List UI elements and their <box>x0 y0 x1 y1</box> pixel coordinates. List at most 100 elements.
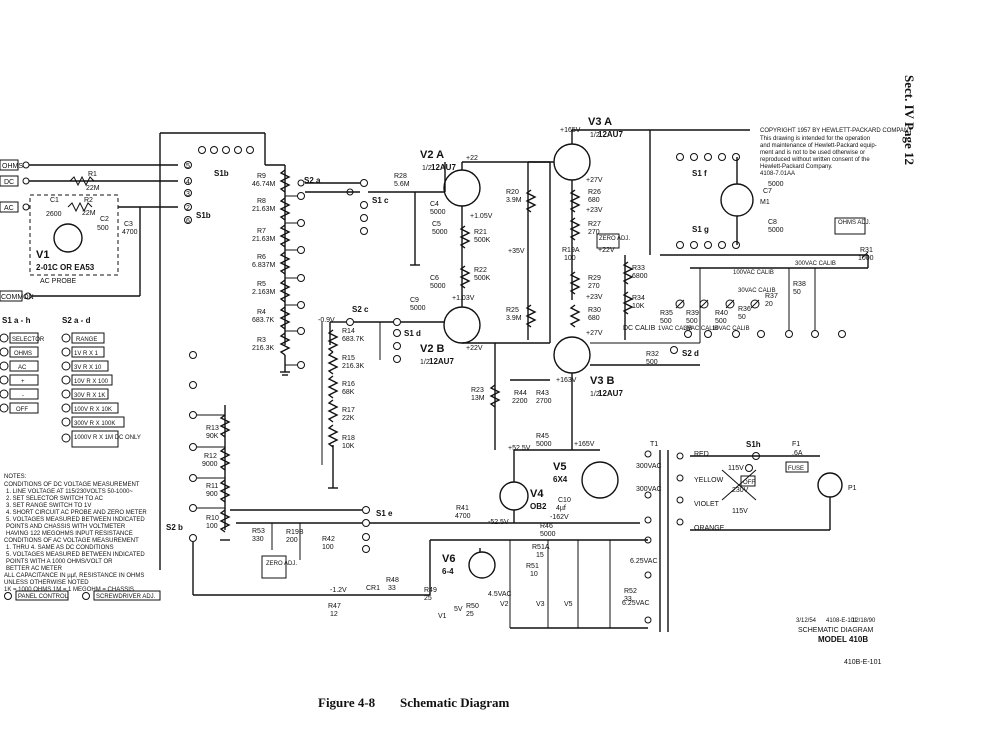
svg-text:S2 c: S2 c <box>352 305 369 314</box>
svg-text:3/12/54: 3/12/54 <box>796 618 817 624</box>
input-terminals: OHMS DC AC COMMON <box>0 159 178 302</box>
svg-text:2. SET SELECTOR SWITCH TO AC: 2. SET SELECTOR SWITCH TO AC <box>6 496 104 502</box>
svg-text:+23V: +23V <box>586 207 603 214</box>
svg-text:22K: 22K <box>342 415 355 422</box>
svg-text:R12: R12 <box>204 453 217 460</box>
svg-text:500K: 500K <box>474 237 491 244</box>
svg-text:R44: R44 <box>514 390 527 397</box>
svg-text:R27: R27 <box>588 221 601 228</box>
svg-text:R9: R9 <box>257 173 266 180</box>
svg-text:12AU7: 12AU7 <box>598 389 623 398</box>
svg-text:R39: R39 <box>686 310 699 317</box>
svg-text:R47: R47 <box>328 603 341 610</box>
svg-text:12AU7: 12AU7 <box>429 357 454 366</box>
svg-text:R51: R51 <box>526 563 539 570</box>
svg-text:C1: C1 <box>50 197 59 204</box>
svg-text:RED: RED <box>694 451 709 458</box>
svg-text:10K: 10K <box>632 303 645 310</box>
svg-text:R53: R53 <box>252 528 265 535</box>
svg-text:R28: R28 <box>394 173 407 180</box>
svg-text:R25: R25 <box>506 307 519 314</box>
svg-text:P1: P1 <box>848 485 857 492</box>
svg-text:OHMS: OHMS <box>2 163 23 170</box>
svg-text:2.163M: 2.163M <box>252 289 276 296</box>
section-header: Sect. IV Page 12 <box>902 75 917 165</box>
svg-text:-: - <box>22 393 24 399</box>
svg-text:VIOLET: VIOLET <box>694 501 720 508</box>
svg-text:This drawing is intended for t: This drawing is intended for the operati… <box>760 136 870 142</box>
svg-text:S1 a - h: S1 a - h <box>2 316 31 325</box>
tube-v2: V2 A 1/2 12AU7 +22 +1.05V C4 5000 C5 500… <box>410 149 550 366</box>
svg-text:Sect. IV Page 12: Sect. IV Page 12 <box>902 75 917 165</box>
svg-text:5000: 5000 <box>432 229 448 236</box>
svg-text:200: 200 <box>286 537 298 544</box>
svg-text:6-4: 6-4 <box>442 567 454 576</box>
svg-text:M1: M1 <box>760 199 770 206</box>
svg-text:F1: F1 <box>792 441 800 448</box>
svg-text:SELECTOR: SELECTOR <box>12 337 45 343</box>
svg-text:+: + <box>21 379 25 385</box>
svg-text:C3: C3 <box>124 221 133 228</box>
svg-text:R16: R16 <box>342 381 355 388</box>
svg-text:S1h: S1h <box>746 440 761 449</box>
svg-text:R19A: R19A <box>562 247 580 254</box>
svg-text:4108-7.01AA: 4108-7.01AA <box>760 171 795 177</box>
svg-text:NOTES:: NOTES: <box>4 474 27 480</box>
svg-text:SCREWDRIVER ADJ.: SCREWDRIVER ADJ. <box>96 594 156 600</box>
svg-text:R31: R31 <box>860 247 873 254</box>
svg-text:and maintenance of Hewlett-Pac: and maintenance of Hewlett-Packard equip… <box>760 143 877 149</box>
svg-text:POINTS AND CHASSIS WITH VOLTME: POINTS AND CHASSIS WITH VOLTMETER <box>6 524 126 530</box>
switch-s1c: S1 c R28 5.6M <box>305 173 445 235</box>
svg-text:5.6M: 5.6M <box>394 181 410 188</box>
svg-text:S1 f: S1 f <box>692 169 707 178</box>
svg-text:680: 680 <box>588 315 600 322</box>
svg-text:500: 500 <box>646 359 658 366</box>
svg-text:R23: R23 <box>471 387 484 394</box>
svg-text:MODEL 410B: MODEL 410B <box>818 635 868 644</box>
svg-text:+27V: +27V <box>586 177 603 184</box>
svg-text:300VAC CALIB: 300VAC CALIB <box>795 261 836 267</box>
svg-text:R36: R36 <box>738 306 751 313</box>
svg-text:115V: 115V <box>728 465 744 472</box>
svg-text:1. THRU 4. SAME AS DC CONDITIO: 1. THRU 4. SAME AS DC CONDITIONS <box>6 545 114 551</box>
svg-text:12: 12 <box>330 611 338 618</box>
svg-text:Figure 4-8: Figure 4-8 <box>318 695 376 710</box>
svg-text:+165V: +165V <box>560 127 581 134</box>
svg-text:10V R X 100: 10V R X 100 <box>74 379 109 385</box>
svg-text:1/2: 1/2 <box>590 132 600 139</box>
svg-text:DC CALIB: DC CALIB <box>623 325 656 332</box>
svg-text:R8: R8 <box>257 198 266 205</box>
svg-text:R40: R40 <box>715 310 728 317</box>
svg-text:R37: R37 <box>765 293 778 300</box>
svg-text:20: 20 <box>765 301 773 308</box>
svg-text:4108-E-101: 4108-E-101 <box>826 618 858 624</box>
svg-text:Schematic Diagram: Schematic Diagram <box>400 695 510 710</box>
svg-text:AC: AC <box>4 205 14 212</box>
svg-text:4700: 4700 <box>455 513 471 520</box>
svg-text:AC PROBE: AC PROBE <box>40 278 77 285</box>
svg-text:+23V: +23V <box>586 294 603 301</box>
svg-text:500: 500 <box>686 318 698 325</box>
svg-text:R41: R41 <box>456 505 469 512</box>
svg-text:ALL CAPACITANCE IN µµf, RESIST: ALL CAPACITANCE IN µµf, RESISTANCE IN OH… <box>4 573 144 579</box>
svg-text:R49: R49 <box>424 587 437 594</box>
svg-text:C6: C6 <box>430 275 439 282</box>
svg-text:410B-E-101: 410B-E-101 <box>844 659 881 666</box>
svg-text:V6: V6 <box>442 553 455 565</box>
svg-text:R4: R4 <box>257 309 266 316</box>
svg-text:T1: T1 <box>650 441 658 448</box>
svg-text:S1b: S1b <box>196 211 211 220</box>
svg-text:V2 B: V2 B <box>420 343 445 355</box>
svg-text:22M: 22M <box>82 210 96 217</box>
svg-text:270: 270 <box>588 229 600 236</box>
copyright-block: COPYRIGHT 1957 BY HEWLETT-PACKARD COMPAN… <box>760 128 912 177</box>
svg-text:POINTS WITH A 1000 OHMS/VOLT O: POINTS WITH A 1000 OHMS/VOLT OR <box>6 559 113 565</box>
svg-text:R2: R2 <box>84 197 93 204</box>
svg-text:R22: R22 <box>474 267 487 274</box>
svg-text:5. VOLTAGES MEASURED BETWEEN I: 5. VOLTAGES MEASURED BETWEEN INDICATED <box>6 517 145 523</box>
svg-text:100: 100 <box>564 255 576 262</box>
